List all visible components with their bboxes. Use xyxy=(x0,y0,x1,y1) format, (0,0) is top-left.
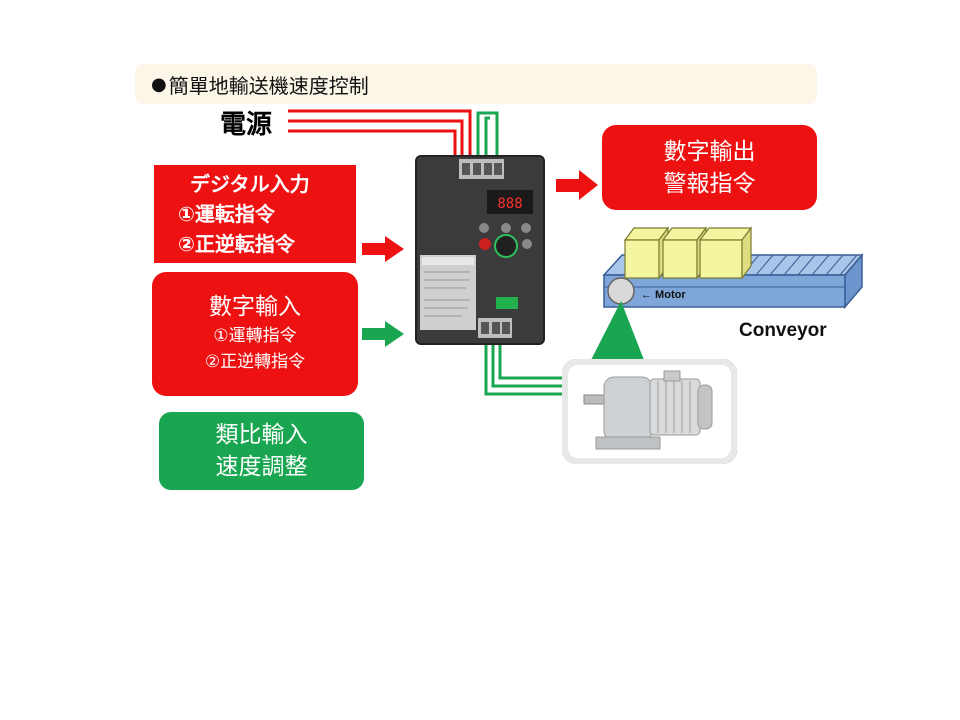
digital-input-run-command: ①運転指令 xyxy=(178,202,275,226)
analog-input-box: 類比輸入 速度調整 xyxy=(159,412,364,490)
motor-label: ← Motor xyxy=(641,289,686,301)
motor-callout xyxy=(591,301,644,360)
bullet-icon: ● xyxy=(151,73,167,95)
power-label: 電源 xyxy=(220,110,273,140)
numeric-input-direction-command: ②正逆轉指令 xyxy=(204,352,306,372)
digital-input-title: デジタル入力 xyxy=(190,172,310,196)
digital-input-box: デジタル入力 ①運転指令 ②正逆転指令 xyxy=(154,165,356,263)
numeric-output-alarm-command: 警報指令 xyxy=(663,170,756,197)
title-text: 簡單地輸送機速度控制 xyxy=(168,73,369,98)
analog-input-speed-adjust: 速度調整 xyxy=(215,454,308,480)
arrow-numeric-out xyxy=(556,170,598,200)
motor-wires xyxy=(484,340,562,396)
motor-box xyxy=(562,359,737,464)
digital-input-direction-command: ②正逆転指令 xyxy=(178,232,295,256)
analog-input-title: 類比輸入 xyxy=(215,422,308,448)
green-wires-top xyxy=(476,111,499,160)
conveyor-drawing xyxy=(602,226,864,310)
numeric-input-box: 數字輸入 ①運轉指令 ②正逆轉指令 xyxy=(152,272,358,396)
numeric-input-run-command: ①運轉指令 xyxy=(213,326,297,346)
power-wires xyxy=(288,109,472,160)
svg-text:888: 888 xyxy=(497,196,522,212)
numeric-input-title: 數字輸入 xyxy=(209,294,301,320)
arrow-numeric-in xyxy=(362,321,404,347)
conveyor-label: Conveyor xyxy=(739,320,827,341)
arrow-digital-in xyxy=(362,236,404,262)
numeric-output-title: 數字輸出 xyxy=(663,138,756,165)
page-title: ● 簡單地輸送機速度控制 xyxy=(135,64,817,104)
inverter-drive: 888 xyxy=(415,155,545,345)
gear-motor-icon xyxy=(562,359,737,464)
numeric-output-box: 數字輸出 警報指令 xyxy=(602,125,817,210)
